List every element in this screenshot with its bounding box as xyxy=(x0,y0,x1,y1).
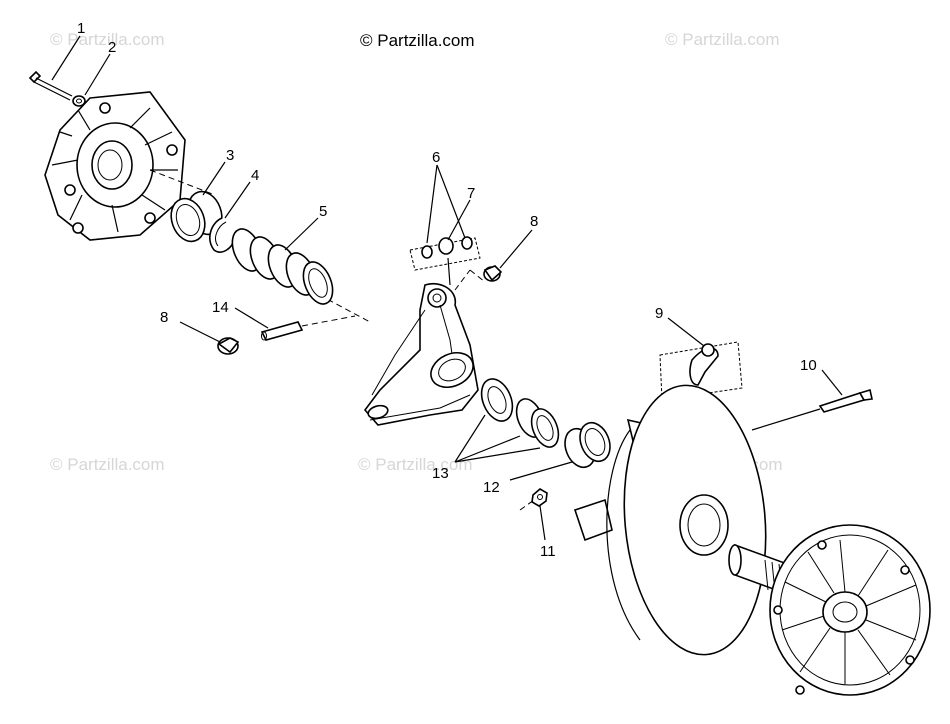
axis-line xyxy=(454,269,471,291)
callouts: 1 2 3 4 5 6 7 8 8 9 10 11 12 13 14 xyxy=(77,20,817,560)
watermark: © Partzilla.com xyxy=(358,455,473,474)
part-roller-assembly-6-7 xyxy=(409,236,481,286)
callout-1: 1 xyxy=(77,20,85,37)
watermark: © Partzilla.com xyxy=(665,30,780,49)
part-bolt-1 xyxy=(28,70,73,101)
part-cover-housing xyxy=(44,91,186,241)
part-cap-8-right xyxy=(483,265,503,282)
part-spring-5 xyxy=(231,228,334,305)
callout-5: 5 xyxy=(319,203,327,220)
callout-11: 11 xyxy=(540,543,556,560)
part-cap-8-left xyxy=(217,337,240,355)
callout-8: 8 xyxy=(530,213,538,230)
watermarks: © Partzilla.com © Partzilla.com © Partzi… xyxy=(50,30,783,474)
callout-3: 3 xyxy=(226,147,234,164)
part-bushing-12 xyxy=(564,421,611,469)
axis-line xyxy=(469,269,486,283)
part-shoe-9 xyxy=(659,341,743,416)
part-weight-arm xyxy=(363,283,479,426)
callout-2: 2 xyxy=(108,39,116,56)
callout-14: 14 xyxy=(212,299,229,316)
part-pin-14 xyxy=(260,315,356,341)
callout-12: 12 xyxy=(483,479,500,496)
watermark: © Partzilla.com xyxy=(50,455,165,474)
callout-6: 6 xyxy=(432,149,440,166)
part-snap-ring-4 xyxy=(209,217,235,253)
leader-lines xyxy=(51,35,843,541)
callout-8: 8 xyxy=(160,309,168,326)
part-washer-stack-13 xyxy=(480,378,560,448)
part-bolt-10 xyxy=(751,388,873,431)
callout-7: 7 xyxy=(467,185,475,202)
callout-10: 10 xyxy=(800,357,817,374)
part-moveable-sheave xyxy=(573,384,767,656)
axis-line xyxy=(149,169,216,196)
part-washer-2 xyxy=(72,95,86,107)
watermark: © Partzilla.com xyxy=(50,30,165,49)
callout-4: 4 xyxy=(251,167,259,184)
part-stationary-sheave xyxy=(769,524,931,696)
callout-13: 13 xyxy=(432,465,449,482)
part-nut-11 xyxy=(519,488,548,511)
part-bushing-3 xyxy=(170,190,223,243)
copyright-label: © Partzilla.com xyxy=(360,31,475,50)
callout-9: 9 xyxy=(655,305,663,322)
